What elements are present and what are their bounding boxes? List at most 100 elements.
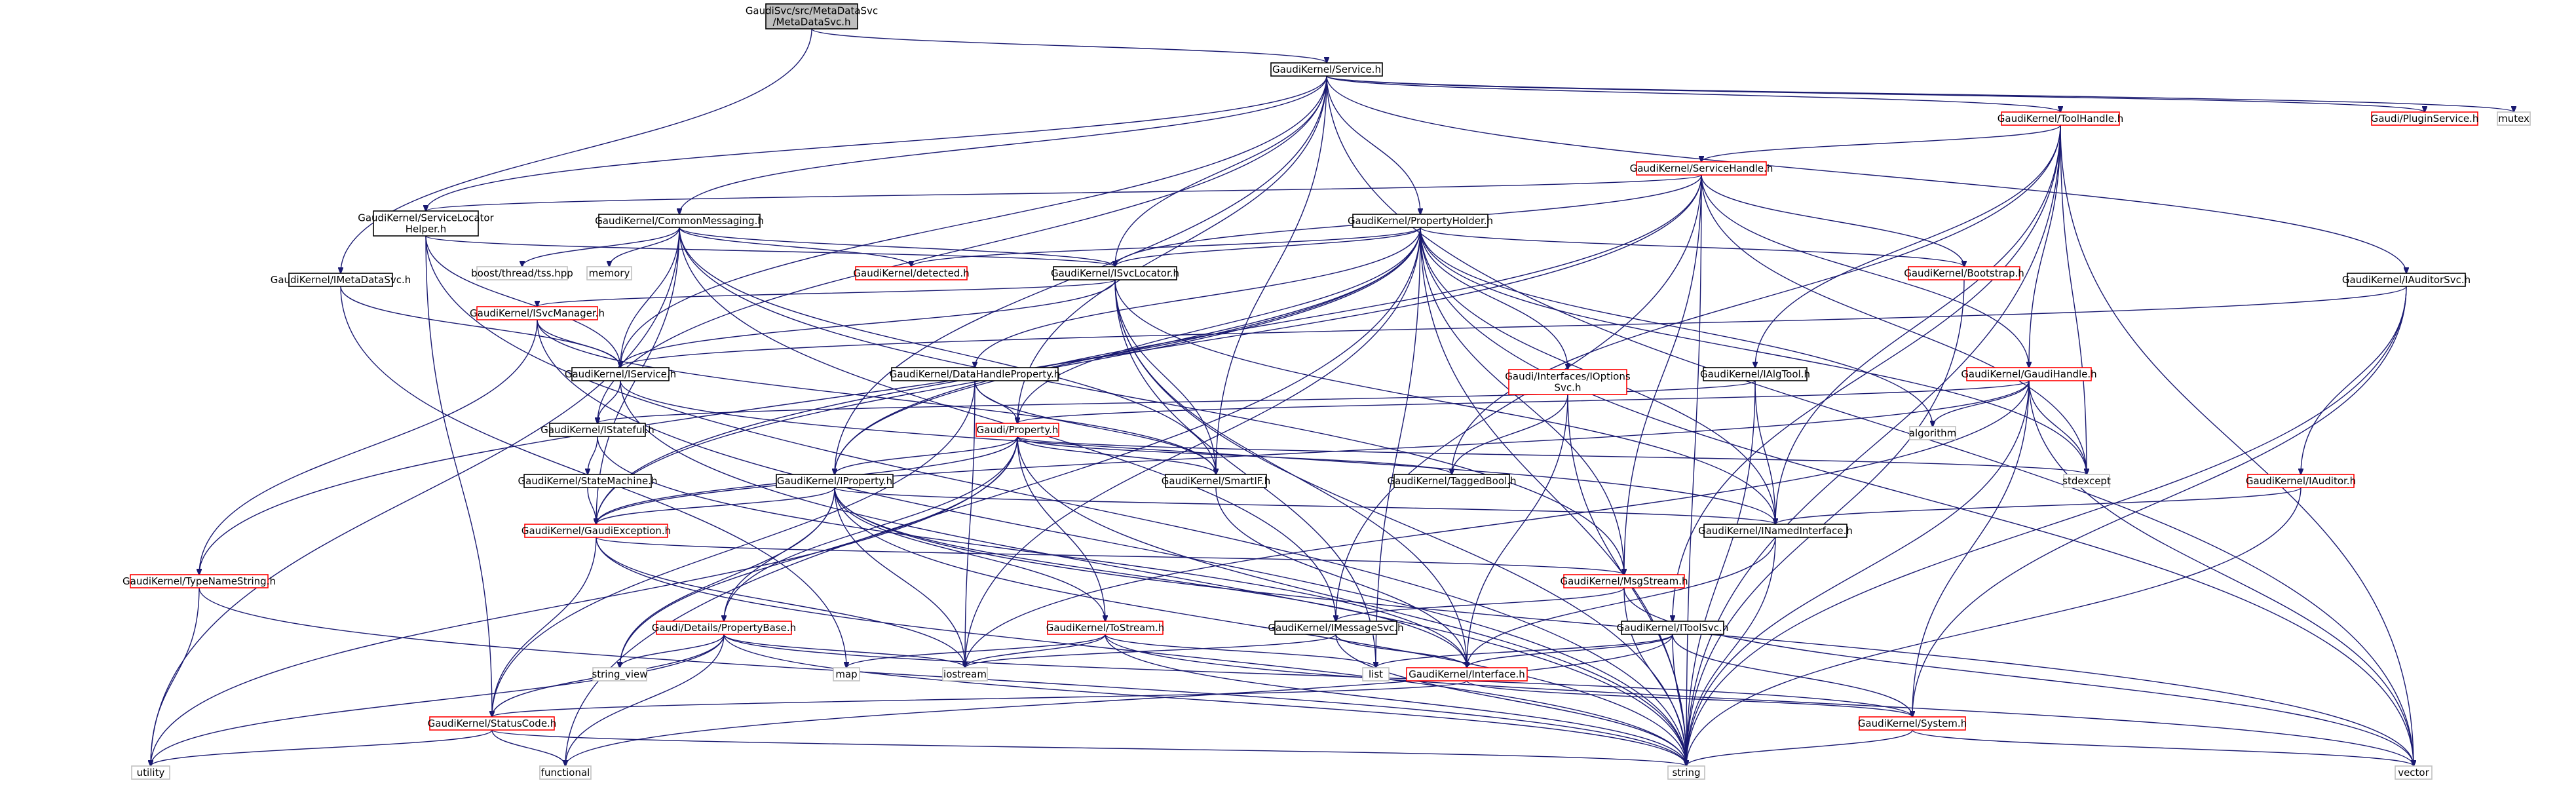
node-label: string [1672,767,1700,778]
edge-commonmessaging-to-memory [609,227,680,267]
node-box [1703,367,1808,381]
edge-isvclocator-to-smartif [1114,279,1216,474]
node-root[interactable]: GaudiSvc/src/MetaDataSvc/MetaDataSvc.h [746,3,878,29]
edge-propertyholder-to-algorithm [1420,227,1933,427]
edge-gaudiexception-to-msgstream [596,537,1624,575]
node-box [1053,266,1177,280]
node-box [1621,621,1724,635]
node-inamedinterface[interactable]: GaudiKernel/INamedInterface.h [1698,524,1853,538]
edge-iauditorsvc-to-string [1686,286,2407,766]
edge-ialgtool-to-istateful [597,380,1756,423]
node-istateful[interactable]: GaudiKernel/IStateful.h [540,423,654,437]
node-servicehandle[interactable]: GaudiKernel/ServiceHandle.h [1630,161,1773,176]
node-toolhandle[interactable]: GaudiKernel/ToolHandle.h [1998,111,2124,126]
node-label: GaudiKernel/DataHandleProperty.h [890,368,1061,380]
edge-propertybase-to-utility [151,634,725,766]
node-label: GaudiKernel/System.h [1858,718,1967,729]
node-smartif[interactable]: GaudiKernel/SmartIF.h [1162,474,1270,488]
edge-tostream-to-vector [1105,634,2414,766]
node-box [288,273,393,287]
node-label: GaudiKernel/MsgStream.h [1560,575,1688,587]
node-box [2347,273,2466,287]
node-commonmessaging[interactable]: GaudiKernel/CommonMessaging.h [595,214,764,228]
node-gaudiexception[interactable]: GaudiKernel/GaudiException.h [521,524,671,538]
edge-statuscode-to-utility [151,729,493,766]
edge-property-to-tostream [1017,436,1105,621]
edge-service-to-property [1017,75,1327,423]
node-property[interactable]: Gaudi/Property.h [975,423,1059,437]
edge-typenamestring-to-utility [151,587,200,766]
edge-toolhandle-to-stdexcept [2060,125,2087,474]
edge-smartif-to-interface [1215,487,1467,668]
node-typenamestring[interactable]: GaudiKernel/TypeNameString.h [123,574,276,588]
node-iauditorsvc[interactable]: GaudiKernel/IAuditorSvc.h [2342,273,2471,287]
edge-iservice-to-string [620,380,1686,766]
node-imetadatasvc[interactable]: GaudiKernel/IMetaDataSvc.h [271,273,411,287]
node-system[interactable]: GaudiKernel/System.h [1858,716,1967,731]
node-iservice[interactable]: GaudiKernel/IService.h [565,367,676,381]
edge-statuscode-to-string [491,729,1686,766]
node-gaudihandle[interactable]: GaudiKernel/GaudiHandle.h [1961,367,2097,381]
edge-iservice-to-inamedinterface [620,380,1775,524]
node-iauditor[interactable]: GaudiKernel/IAuditor.h [2246,474,2356,488]
node-msgstream[interactable]: GaudiKernel/MsgStream.h [1560,574,1688,588]
edge-servicehandle-to-iproperty [835,174,1702,474]
edge-datahandleproperty-to-smartif [974,380,1216,474]
node-taggedbool[interactable]: GaudiKernel/TaggedBool.h [1388,474,1517,488]
node-propertyholder[interactable]: GaudiKernel/PropertyHolder.h [1348,214,1493,228]
node-itoolsvc[interactable]: GaudiKernel/IToolSvc.h [1617,621,1729,635]
edge-iauditor-to-inamedinterface [1775,487,2301,524]
node-label: mutex [2498,113,2529,125]
node-label: memory [589,267,630,279]
node-service[interactable]: GaudiKernel/Service.h [1270,62,1383,77]
node-box [765,3,858,29]
node-interface[interactable]: GaudiKernel/Interface.h [1406,667,1528,681]
node-statemachine[interactable]: GaudiKernel/StateMachine.h [518,474,658,488]
edge-property-to-smartif [1017,436,1216,474]
node-boostthread: boost/thread/tss.hpp [471,266,573,280]
node-label: GaudiKernel/ServiceLocator [358,212,494,224]
node-box [1362,667,1390,681]
node-detected[interactable]: GaudiKernel/detected.h [853,266,970,280]
node-propertybase[interactable]: Gaudi/Details/PropertyBase.h [652,621,796,635]
node-label: GaudiSvc/src/MetaDataSvc [746,5,878,17]
node-statuscode[interactable]: GaudiKernel/StatusCode.h [428,716,557,731]
edge-propertybase-to-string_view [620,634,725,668]
node-box [539,765,592,780]
node-box [476,266,568,280]
node-bootstrap[interactable]: GaudiKernel/Bootstrap.h [1904,266,2024,280]
node-box [1563,574,1685,588]
edge-imessagesvc-to-string [1335,634,1686,766]
edge-toolhandle-to-itoolsvc [1673,125,2061,621]
edge-property-to-taggedbool [1017,436,1452,474]
edge-propertybase-to-system [723,634,1912,717]
node-label: utility [137,767,165,778]
edge-propertyholder-to-stdexcept [1420,227,2087,474]
node-box [942,667,988,681]
node-isvcmanager[interactable]: GaudiKernel/ISvcManager.h [470,306,605,320]
edge-property-to-string_view [620,436,1018,668]
node-label: GaudiKernel/Service.h [1272,64,1381,75]
node-iproperty[interactable]: GaudiKernel/IProperty.h [776,474,894,488]
edge-toolhandle-to-string [1686,125,2061,766]
node-label: GaudiKernel/IAlgTool.h [1700,368,1810,380]
node-tostream[interactable]: GaudiKernel/ToStream.h [1046,621,1165,635]
edge-propertyholder-to-bootstrap [1420,227,1964,267]
edge-iauditorsvc-to-iauditor [2301,286,2407,474]
edge-interface-to-statuscode [492,680,1468,717]
edge-iauditorsvc-to-iservice [620,286,2407,368]
node-imessagesvc[interactable]: GaudiKernel/IMessageSvc.h [1268,621,1404,635]
node-ialgtool[interactable]: GaudiKernel/IAlgTool.h [1700,367,1810,381]
edge-servicelocatorhelper-to-iservice [425,235,620,368]
edge-tostream-to-map [846,634,1106,668]
edge-interface-to-system [1466,680,1912,717]
node-string: string [1667,765,1705,780]
node-datahandleproperty[interactable]: GaudiKernel/DataHandleProperty.h [890,367,1061,381]
node-pluginservice[interactable]: Gaudi/PluginService.h [2371,111,2479,126]
node-box [1406,667,1528,681]
node-isvclocator[interactable]: GaudiKernel/ISvcLocator.h [1051,266,1179,280]
edge-commonmessaging-to-isvclocator [679,227,1115,267]
